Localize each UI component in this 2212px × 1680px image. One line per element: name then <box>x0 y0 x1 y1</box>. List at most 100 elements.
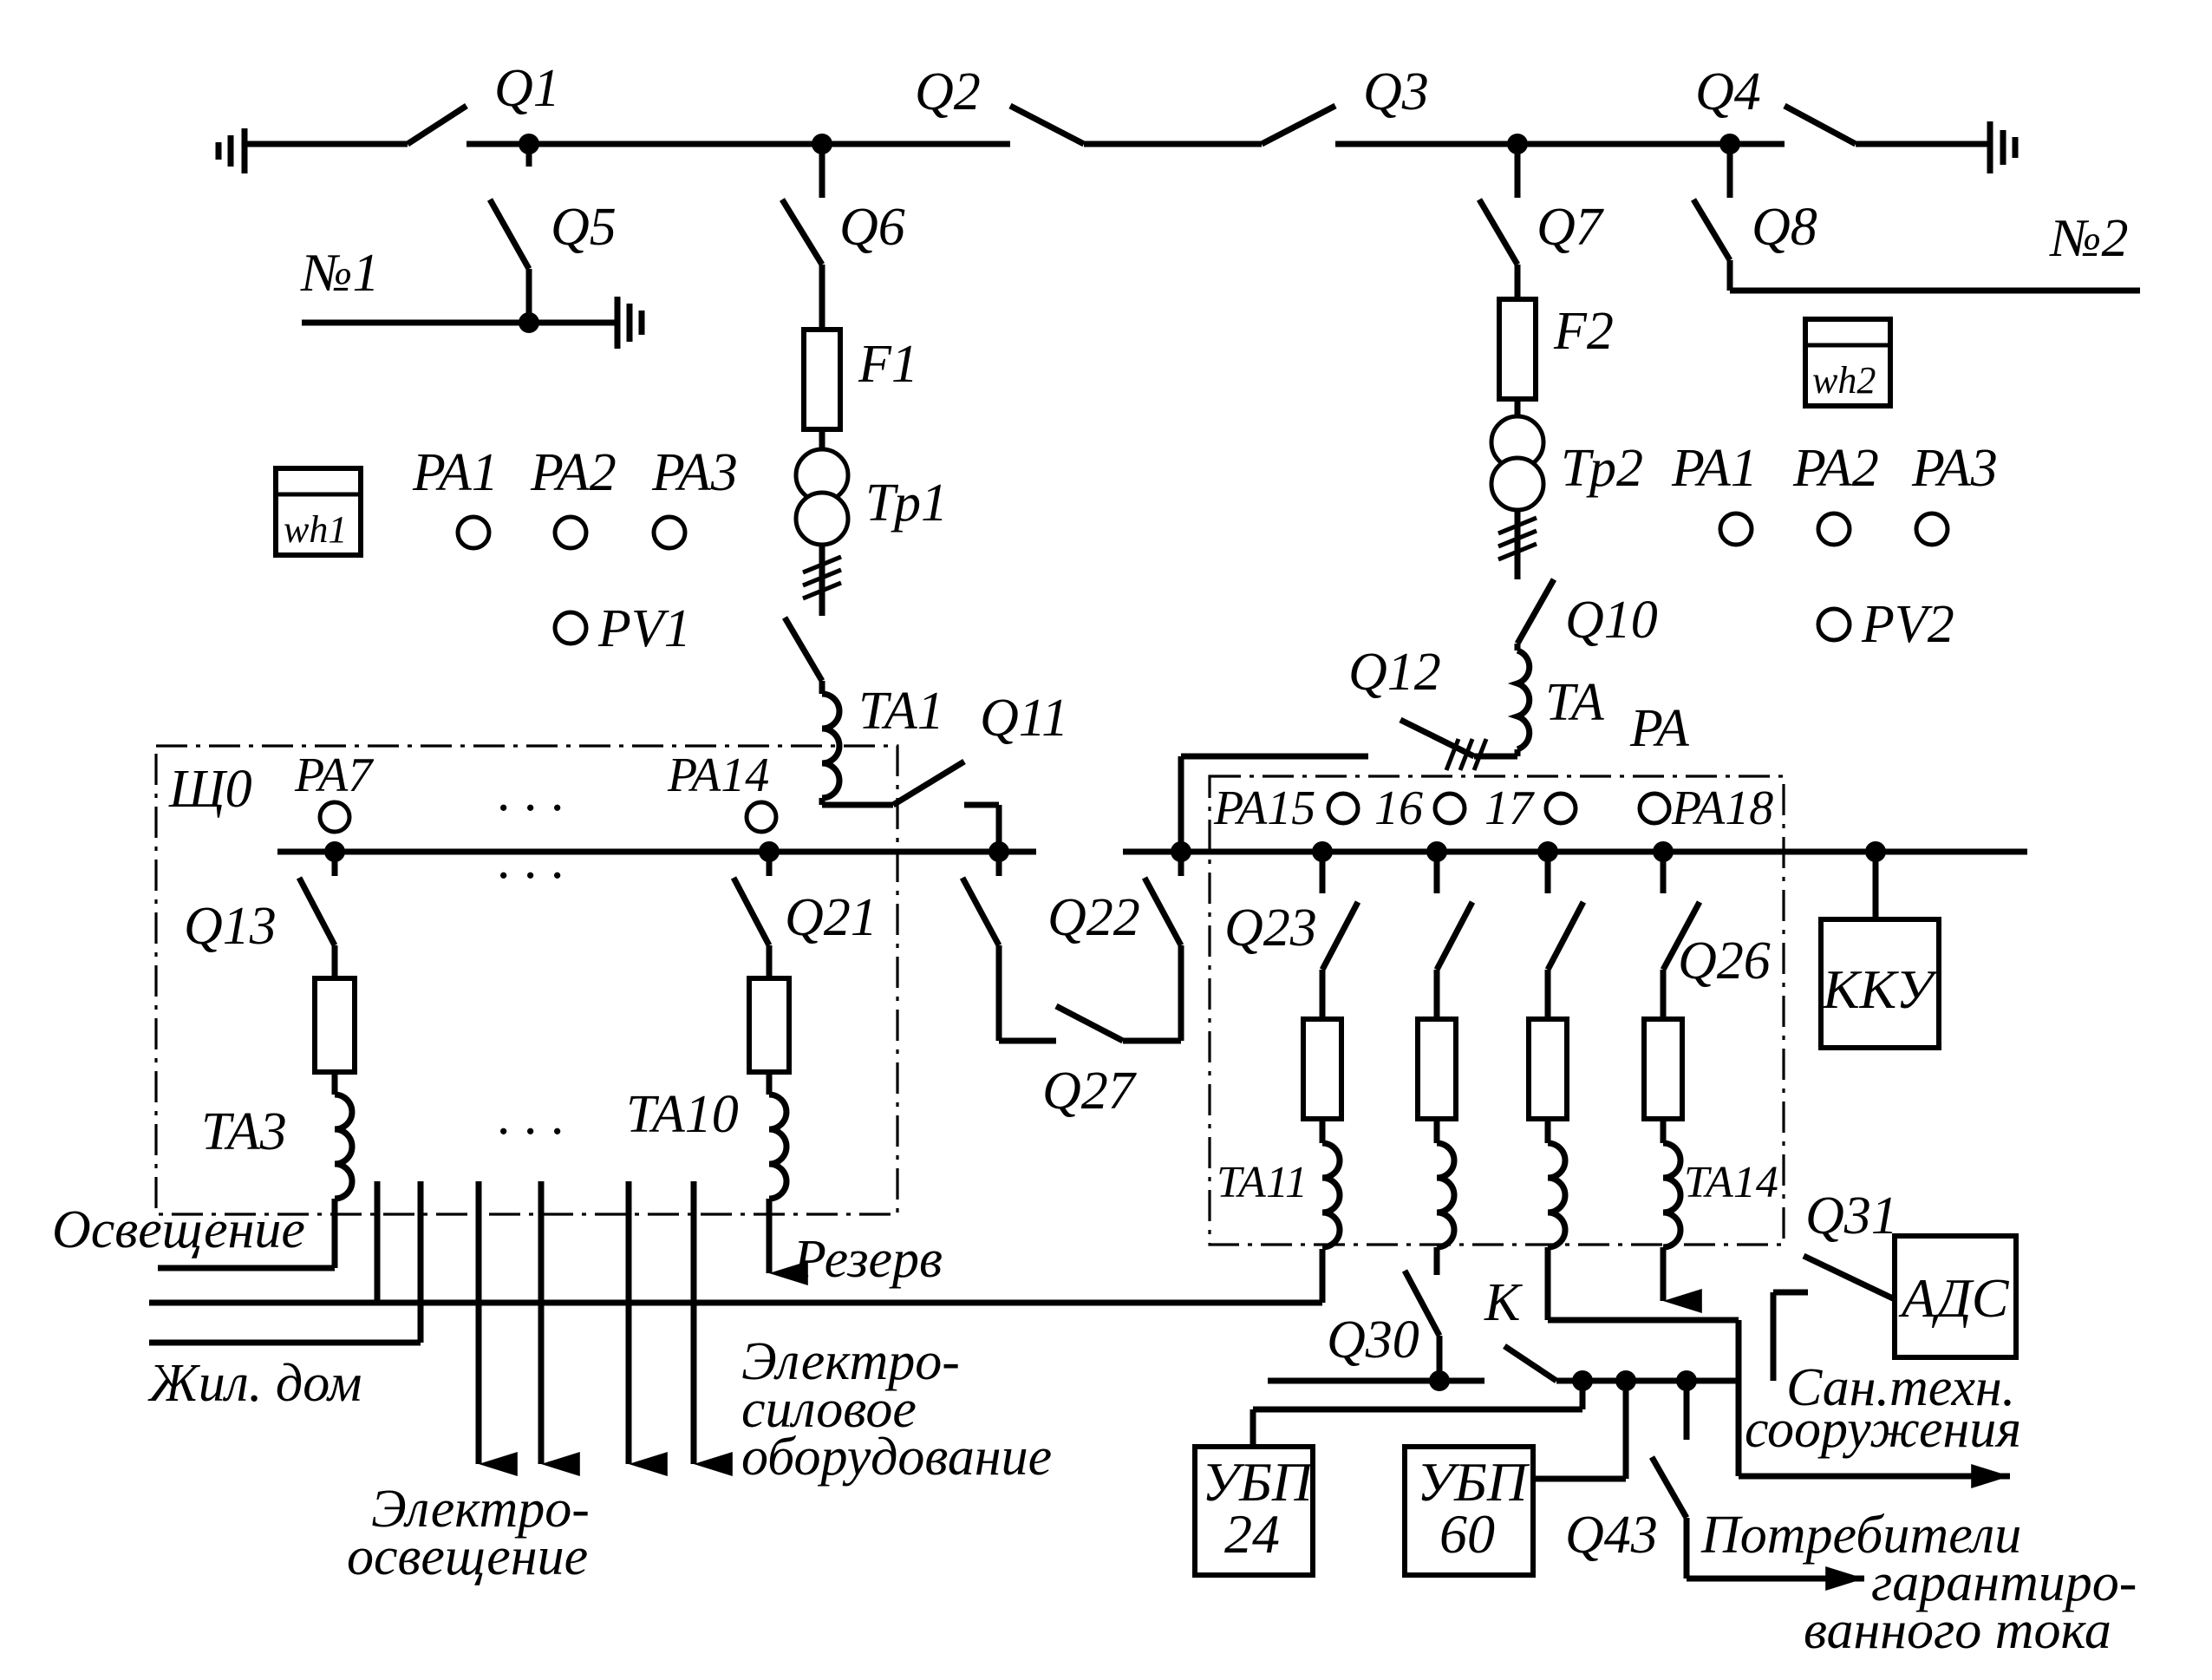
bus-tie <box>959 841 1191 1044</box>
switch-q4-blade <box>1783 102 1857 147</box>
label-guaranteed-3: ванного тока <box>1804 1601 2111 1660</box>
label-q6: Q6 <box>839 198 905 257</box>
fuse-f2 <box>1497 297 1538 402</box>
instrument-pa17 <box>1543 791 1578 826</box>
instrument-pa2-right <box>1816 511 1852 547</box>
instrument-pv1 <box>552 610 589 646</box>
panel-sch0-outgoing <box>149 1181 1326 1477</box>
switch-k-blade <box>1503 1343 1558 1383</box>
label-pa2-left: PA2 <box>530 443 617 502</box>
label-sanitary-1: Сан.техн. <box>1786 1358 2015 1417</box>
switch-q3-blade <box>1260 102 1337 147</box>
switch-blade <box>781 616 825 683</box>
hv-bus <box>215 102 2019 173</box>
label-reserve: Резерв <box>793 1230 943 1289</box>
label-ta: TA <box>1545 673 1605 732</box>
instrument-pa1-right <box>1718 511 1754 547</box>
label-k: К <box>1484 1273 1524 1332</box>
label-lighting: Освещение <box>52 1200 305 1259</box>
transformer-tp1-winding <box>793 490 851 547</box>
instrument-pa15 <box>1326 791 1360 826</box>
label-q27: Q27 <box>1042 1062 1138 1121</box>
switch-q7-blade <box>1476 198 1521 266</box>
instrument-pa3-right <box>1914 511 1950 547</box>
label-q8: Q8 <box>1752 198 1817 257</box>
switch-q2-blade <box>1008 102 1086 147</box>
label-q7: Q7 <box>1537 198 1605 257</box>
line-2-branch <box>1690 144 2140 294</box>
transformer-tp2-winding <box>1489 455 1546 513</box>
label-pa7: PA7 <box>294 748 374 802</box>
label-power-3: оборудование <box>741 1428 1052 1487</box>
switch-q8-blade <box>1690 198 1733 262</box>
switch-q31-blade <box>1802 1252 1896 1303</box>
label-q21: Q21 <box>785 888 878 947</box>
label-ubp60-bot: 60 <box>1439 1503 1495 1565</box>
switch-q22-right-blade <box>1141 876 1184 947</box>
label-pv1: PV1 <box>597 599 691 658</box>
label-guaranteed-2: гарантиро- <box>1871 1553 2137 1612</box>
ground-symbol-left <box>215 128 248 173</box>
label-sanitary-2: сооружения <box>1745 1400 2021 1459</box>
fuse-f1 <box>801 327 843 432</box>
label-ta1: TA1 <box>858 682 944 741</box>
label-kku: ККУ <box>1822 958 1939 1020</box>
ubp24-box <box>1192 1444 1315 1578</box>
label-panel-sch0: Щ0 <box>168 760 252 819</box>
current-transformer <box>1436 1140 1458 1251</box>
label-ta14: TA14 <box>1684 1158 1778 1207</box>
label-ta10: TA10 <box>626 1085 739 1144</box>
label-q5: Q5 <box>551 198 617 257</box>
current-transformer-ta10 <box>768 1091 790 1202</box>
switch-q10-blade <box>1514 578 1557 645</box>
current-transformer-ta1 <box>821 690 843 801</box>
instrument-pa1-left <box>455 514 492 551</box>
label-q23: Q23 <box>1224 899 1317 958</box>
label-tp2: Тр2 <box>1561 439 1643 498</box>
label-pa18: PA18 <box>1671 781 1773 835</box>
label-ubp24-top: УБП <box>1202 1451 1315 1513</box>
switch-q13-blade <box>296 876 338 947</box>
label-q26: Q26 <box>1678 932 1771 990</box>
label-ads: АДС <box>1898 1267 2010 1329</box>
label-guaranteed-1: Потребители <box>1700 1506 2021 1565</box>
transformer-1-branch <box>780 144 851 616</box>
current-transformer <box>1547 1140 1569 1251</box>
line-1-branch <box>302 144 645 349</box>
current-transformer-ta14 <box>1662 1140 1684 1251</box>
label-wh1: wh1 <box>284 508 347 551</box>
label-pa-group: PA <box>1629 699 1690 758</box>
label-power-2: силовое <box>741 1380 917 1439</box>
label-residential: Жил. дом <box>147 1354 362 1413</box>
switch-q21-blade <box>730 876 773 947</box>
switch-q11-blade <box>891 759 966 807</box>
label-pa14: PA14 <box>667 748 769 802</box>
label-elec-lighting-1: Электро- <box>371 1480 590 1539</box>
label-power-1: Электро- <box>741 1332 960 1391</box>
label-17: 17 <box>1484 781 1535 835</box>
switch-q6-blade <box>780 198 825 266</box>
meter-wh2 <box>1803 317 1893 409</box>
instrument-pv2 <box>1816 606 1852 643</box>
dots-middle: · · · <box>496 847 564 905</box>
switch-q12-blade <box>1399 716 1476 760</box>
instrument-pa14 <box>744 800 779 834</box>
label-line-2: №2 <box>2049 209 2128 268</box>
instrument-pa2-left <box>552 514 589 551</box>
meter-wh1 <box>273 466 363 558</box>
label-q12: Q12 <box>1348 643 1441 702</box>
current-transformer-ta3 <box>334 1091 356 1202</box>
ground-symbol-right <box>1987 121 2019 173</box>
feeder-q26 <box>1641 852 1703 1314</box>
label-q11: Q11 <box>980 689 1068 748</box>
ubp60-box <box>1402 1444 1536 1578</box>
switch-q1-blade <box>406 103 468 147</box>
current-transformer-ta11 <box>1321 1140 1343 1251</box>
label-pa3-right: PA3 <box>1911 439 1998 498</box>
panel-sch0-border <box>154 744 899 1216</box>
ta-feeder-right <box>1178 578 1557 852</box>
label-16: 16 <box>1374 781 1423 835</box>
feeder-q23 <box>1301 852 1361 1251</box>
label-q13: Q13 <box>184 897 277 956</box>
